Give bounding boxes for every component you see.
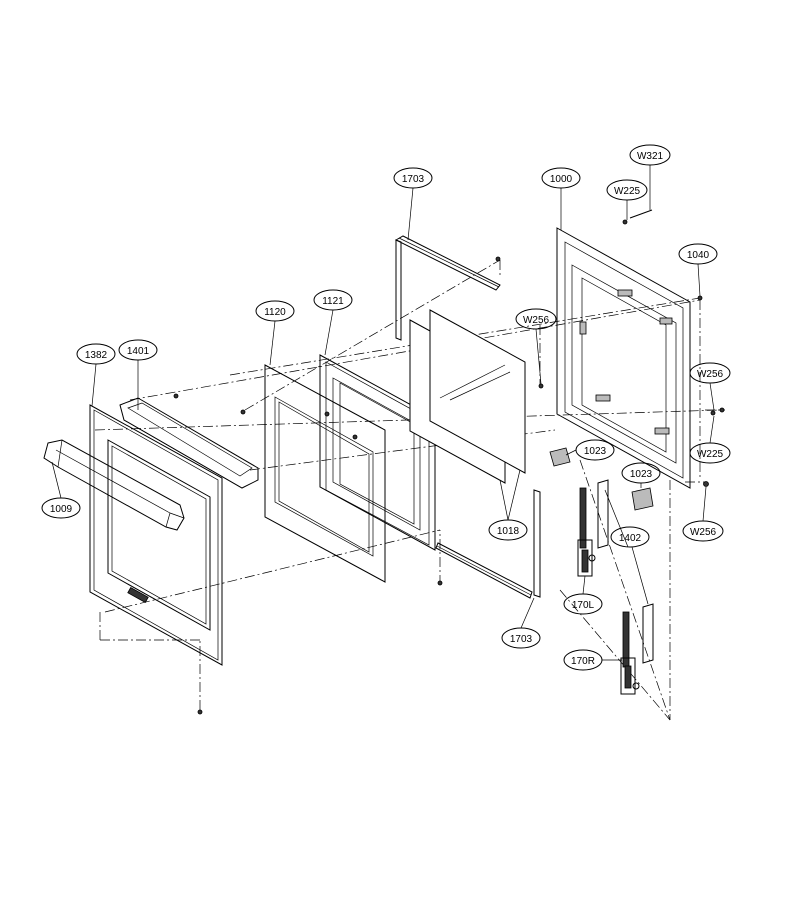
- callout-1382: 1382: [76, 343, 116, 365]
- callout-text: 1402: [619, 533, 642, 544]
- callout-text: W256: [690, 527, 717, 538]
- callout-W256-mid: W256: [515, 308, 557, 330]
- callout-1401: 1401: [118, 339, 158, 361]
- callout-text: 170R: [571, 656, 595, 667]
- callout-text: 1040: [687, 250, 710, 261]
- hinge-170L: [577, 487, 596, 577]
- callout-text: 1703: [402, 174, 425, 185]
- callout-text: 1000: [550, 174, 573, 185]
- hinge-bracket-1402: [597, 479, 654, 664]
- callout-text: W225: [614, 186, 641, 197]
- block-1023-a: [549, 447, 571, 467]
- callout-text: 1009: [50, 504, 73, 515]
- outer-door-panel: [89, 404, 223, 666]
- callout-text: 1120: [264, 307, 286, 318]
- bottom-gasket-strip: [435, 489, 541, 599]
- gasket-frame: [319, 354, 436, 551]
- screws: [173, 209, 725, 715]
- vent-strip: [119, 397, 259, 489]
- callout-text: 1703: [510, 634, 533, 645]
- hinge-170R: [620, 611, 640, 695]
- callout-W225-right: W225: [689, 442, 731, 464]
- callout-text: 170L: [572, 600, 595, 611]
- inner-door-frame: [264, 364, 386, 583]
- callout-W321: W321: [629, 144, 671, 166]
- callout-text: W225: [697, 449, 724, 460]
- callout-170L: 170L: [563, 593, 603, 615]
- callout-text: W256: [697, 369, 724, 380]
- callout-1121: 1121: [313, 289, 353, 311]
- callout-1120: 1120: [255, 300, 295, 322]
- callout-1023-b: 1023: [621, 462, 661, 484]
- top-gasket-strip: [394, 235, 501, 341]
- callout-1009: 1009: [41, 497, 81, 519]
- glass-panes: [409, 309, 526, 484]
- block-1023-b: [631, 487, 654, 511]
- callout-text: 1401: [127, 346, 150, 357]
- callout-1000: 1000: [541, 167, 581, 189]
- callout-W225-top: W225: [606, 179, 648, 201]
- callout-1023-a: 1023: [575, 439, 615, 461]
- callout-text: W321: [637, 151, 664, 162]
- door-handle: [43, 439, 185, 531]
- callout-1040: 1040: [678, 243, 718, 265]
- callout-text: 1018: [497, 526, 520, 537]
- callout-1402: 1402: [610, 526, 650, 548]
- callout-text: W256: [523, 315, 550, 326]
- callout-1018: 1018: [488, 519, 528, 541]
- callout-text: 1382: [85, 350, 108, 361]
- callout-text: 1121: [322, 296, 344, 307]
- callout-text: 1023: [630, 469, 653, 480]
- callout-1703-bottom: 1703: [501, 627, 541, 649]
- callout-labels: 1703 1000 W321 W225 1040 W256 1120 1121: [41, 144, 731, 671]
- callout-W256-bottom: W256: [682, 520, 724, 542]
- callout-170R: 170R: [563, 649, 603, 671]
- leader-lines: [51, 165, 715, 661]
- callout-1703-top: 1703: [393, 167, 433, 189]
- callout-W256-right: W256: [689, 362, 731, 384]
- oven-main-frame: [556, 227, 691, 489]
- callout-text: 1023: [584, 446, 607, 457]
